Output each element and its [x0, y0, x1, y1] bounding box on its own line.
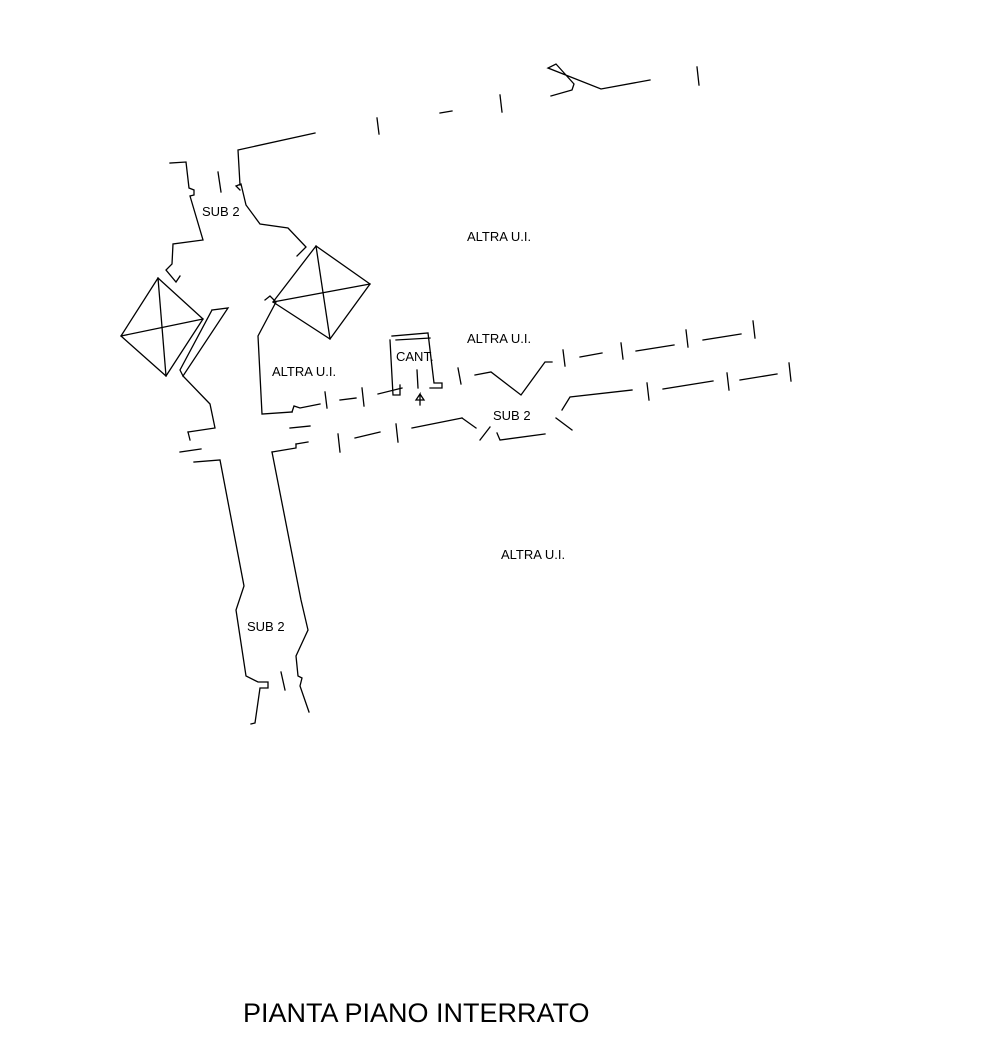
wall-low-segment: [461, 417, 477, 429]
wall-north-room-west: [165, 161, 204, 284]
wall-lines: [120, 63, 792, 725]
wall-tick: [179, 448, 202, 453]
wall-mid-segment: [635, 344, 675, 352]
label-cantina: CANT.: [396, 349, 434, 364]
wall-mid-upper: [291, 403, 321, 413]
wall-cantina-east: [391, 332, 443, 389]
room-labels: SUB 2 ALTRA U.I. ALTRA U.I. CANT. ALTRA …: [202, 204, 565, 634]
wall-south-corridor-west: [193, 459, 269, 725]
entrance-arrow: [414, 391, 426, 406]
wall-tick: [555, 417, 573, 431]
wall-cantina-top: [395, 337, 431, 341]
wall-tick: [620, 342, 624, 360]
wall-tick: [217, 171, 222, 193]
wall-cantina-west: [389, 339, 401, 396]
void-east-cross: [272, 283, 371, 303]
wall-tick: [339, 397, 357, 401]
void-east-cross: [315, 245, 331, 340]
drawing-title: PIANTA PIANO INTERRATO: [243, 998, 590, 1028]
label-altra-ui-south: ALTRA U.I.: [501, 547, 565, 562]
label-sub2-north: SUB 2: [202, 204, 240, 219]
wall-tick: [295, 441, 309, 445]
wall-tick: [361, 387, 365, 407]
label-altra-ui-west: ALTRA U.I.: [272, 364, 336, 379]
wall-tick: [376, 117, 380, 135]
wall-mid-segment: [579, 352, 603, 358]
wall-tick: [499, 94, 503, 113]
wall-tick: [562, 349, 566, 367]
label-altra-ui-middle: ALTRA U.I.: [467, 331, 531, 346]
wall-west-slab: [179, 307, 230, 378]
wall-south-corridor-join: [271, 443, 297, 453]
wall-tick: [280, 671, 286, 691]
wall-tick: [187, 431, 191, 441]
wall-tick: [324, 391, 328, 409]
label-altra-ui-north: ALTRA U.I.: [467, 229, 531, 244]
wall-tick: [646, 382, 650, 401]
wall-tick: [479, 426, 491, 441]
wall-tick: [439, 110, 453, 114]
wall-tick: [726, 372, 730, 391]
wall-south-corridor-east: [271, 451, 310, 713]
wall-top-right: [546, 63, 651, 97]
wall-tick: [416, 369, 419, 389]
wall-sub2-bottom: [496, 432, 546, 441]
wall-tick: [685, 329, 689, 348]
wall-tick: [752, 320, 756, 339]
wall-mid-segment: [377, 387, 403, 395]
wall-tick: [696, 66, 700, 86]
wall-low-segment: [411, 417, 463, 429]
wall-north-room-east: [234, 183, 307, 257]
wall-low-segment: [662, 380, 714, 390]
wall-mid-segment: [702, 333, 742, 341]
void-west-cross: [157, 277, 167, 377]
wall-tick: [395, 423, 399, 443]
wall-low-segment: [739, 373, 778, 381]
label-sub2-south: SUB 2: [247, 619, 285, 634]
label-sub2-center: SUB 2: [493, 408, 531, 423]
wall-top-left: [237, 132, 316, 186]
wall-west-corridor: [182, 375, 216, 433]
wall-west-room: [257, 295, 293, 415]
wall-tick: [457, 367, 462, 385]
wall-low-right: [561, 389, 633, 411]
wall-tick: [337, 433, 341, 453]
wall-tick: [788, 362, 792, 382]
wall-tick: [289, 425, 311, 429]
wall-low-segment: [354, 431, 381, 439]
wall-mid-notch: [474, 361, 553, 396]
